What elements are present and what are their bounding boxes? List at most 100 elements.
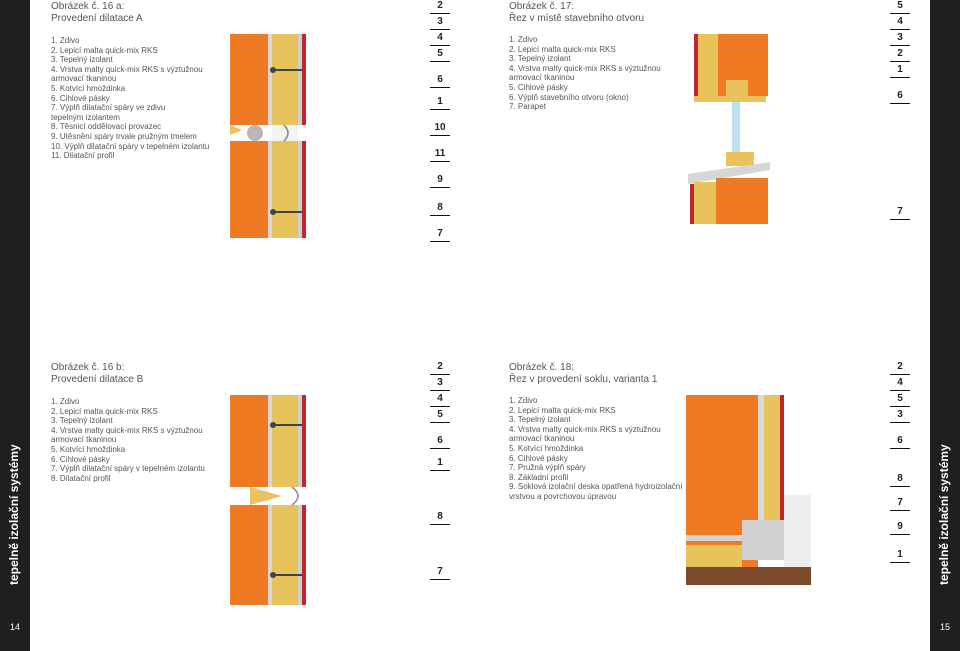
fig18-legend-block: Obrázek č. 18: Řez v provedení soklu, va… [509, 362, 689, 502]
callout-number: 3 [430, 16, 450, 30]
fig17-legend-block: Obrázek č. 17: Řez v místě stavebního ot… [509, 1, 689, 112]
fig17-subtitle: Řez v místě stavebního otvoru [509, 13, 645, 24]
callout-number: 5 [430, 48, 450, 62]
callout-number: 1 [890, 64, 910, 78]
fig16a-title: Obrázek č. 16 a: [51, 1, 125, 12]
legend-item: armovací tkaninou [51, 74, 117, 84]
callout-number: 6 [890, 90, 910, 104]
plinth-board [742, 520, 784, 560]
fig16b-diagram [230, 395, 306, 605]
legend-item: 4. Vrstva malty quick-mix RKS s výztužno… [509, 63, 661, 73]
callout-number: 3 [890, 409, 910, 423]
callout-number: 10 [430, 122, 450, 136]
legend-item: armovací tkaninou [51, 435, 117, 445]
callout-number: 2 [890, 361, 910, 375]
right-sidebar: tepelně izolační systémy 15 [930, 0, 960, 651]
legend-item: tepelným izolantem [51, 112, 120, 122]
fig16b-subtitle: Provedení dilatace B [51, 374, 144, 385]
legend-item: 6. Cihlové pásky [51, 454, 110, 464]
ground [686, 567, 811, 585]
legend-item: 1. Zdivo [509, 396, 538, 405]
callout-number: 2 [430, 0, 450, 14]
legend-item: 3. Tepelný izolant [509, 54, 571, 64]
legend-item: 4. Vrstva malty quick-mix RKS s výztužno… [51, 425, 203, 435]
callout-number: 7 [890, 206, 910, 220]
callout-number: 6 [890, 435, 910, 449]
legend-item: 11. Dilatační profil [51, 151, 115, 161]
legend-item: 6. Cihlové pásky [509, 453, 568, 463]
right-sidebar-label: tepelně izolační systémy [937, 444, 951, 585]
legend-item: 8. Základní profil [509, 472, 569, 482]
callout-number: 9 [430, 174, 450, 188]
left-sidebar: tepelně izolační systémy 14 [0, 0, 30, 651]
legend-item: 1. Zdivo [509, 35, 538, 44]
sealing-cord [247, 125, 263, 141]
callout-number: 8 [430, 202, 450, 216]
window-glass [732, 102, 740, 156]
callout-number: 11 [430, 148, 450, 162]
callout-number: 4 [430, 32, 450, 46]
legend-item: armovací tkaninou [509, 73, 575, 83]
expansion-insulation-fill [250, 487, 282, 505]
legend-item: 7. Výplň dilatační spáry v tepelném izol… [51, 464, 205, 474]
callout-number: 8 [890, 473, 910, 487]
legend-item: 7. Parapet [509, 102, 546, 112]
callout-number: 4 [430, 393, 450, 407]
page-number-right: 15 [940, 622, 951, 632]
fig16b-legend-block: Obrázek č. 16 b: Provedení dilatace B 1.… [51, 362, 231, 483]
legend-item: 10. Výplň dilatační spáry v tepelném izo… [51, 141, 210, 151]
callout-number: 5 [430, 409, 450, 423]
legend-item: 6. Cihlové pásky [51, 93, 110, 103]
legend-item: 1. Zdivo [51, 36, 80, 45]
legend-item: 5. Kotvící hmoždinka [51, 83, 126, 93]
fig17-title: Obrázek č. 17: [509, 1, 575, 12]
callout-number: 7 [890, 497, 910, 511]
legend-item: 5. Kotvící hmoždinka [51, 444, 126, 454]
callout-number: 3 [430, 377, 450, 391]
expansion-profile [283, 124, 289, 142]
legend-item: vrstvou a povrchovou úpravou [509, 491, 617, 501]
windowsill [688, 162, 770, 184]
legend-item: 5. Cihlové pásky [509, 82, 568, 92]
callout-number: 5 [890, 0, 910, 14]
callout-number: 1 [430, 457, 450, 471]
fig18-diagram [686, 395, 811, 585]
legend-item: 2. Lepicí malta quick-mix RKS [509, 405, 616, 415]
expansion-profile [291, 486, 299, 506]
legend-item: 2. Lepicí malta quick-mix RKS [509, 44, 616, 54]
fig16b-title: Obrázek č. 16 b: [51, 362, 125, 373]
fig18-subtitle: Řez v provedení soklu, varianta 1 [509, 374, 658, 385]
callout-number: 4 [890, 16, 910, 30]
legend-item: 9. Soklová izolační deska opatřená hydro… [509, 482, 683, 492]
fig16a-diagram [230, 34, 306, 238]
callout-number: 3 [890, 32, 910, 46]
page-number-left: 14 [10, 622, 21, 632]
legend-item: 1. Zdivo [51, 397, 80, 406]
callout-number: 7 [430, 228, 450, 242]
legend-item: 8. Těsnicí oddělovací provazec [51, 122, 162, 132]
legend-item: 4. Vrstva malty quick-mix RKS s výztužno… [51, 64, 203, 74]
fig18-title: Obrázek č. 18: [509, 362, 575, 373]
fig16a-subtitle: Provedení dilatace A [51, 13, 143, 24]
fig16a-legend-block: Obrázek č. 16 a: Provedení dilatace A 1.… [51, 1, 231, 161]
callout-number: 8 [430, 511, 450, 525]
legend-item: 3. Tepelný izolant [509, 415, 571, 425]
legend-item: 3. Tepelný izolant [51, 416, 113, 426]
legend-item: 6. Výplň stavebního otvoru (okno) [509, 92, 629, 102]
legend-item: 5. Kotvící hmoždinka [509, 443, 584, 453]
callout-number: 4 [890, 377, 910, 391]
legend-item: armovací tkaninou [509, 434, 575, 444]
callout-number: 7 [430, 566, 450, 580]
legend-item: 9. Utěsnění spáry trvale pružným tmelem [51, 131, 197, 141]
callout-number: 1 [430, 96, 450, 110]
legend-item: 8. Dilatační profil [51, 473, 111, 483]
callout-number: 1 [890, 549, 910, 563]
legend-item: 7. Výplň dilatační spáry ve zdivu [51, 103, 166, 113]
legend-item: 7. Pružná výplň spáry [509, 463, 586, 473]
callout-number: 9 [890, 521, 910, 535]
callout-number: 6 [430, 435, 450, 449]
fig17-diagram [688, 34, 770, 224]
